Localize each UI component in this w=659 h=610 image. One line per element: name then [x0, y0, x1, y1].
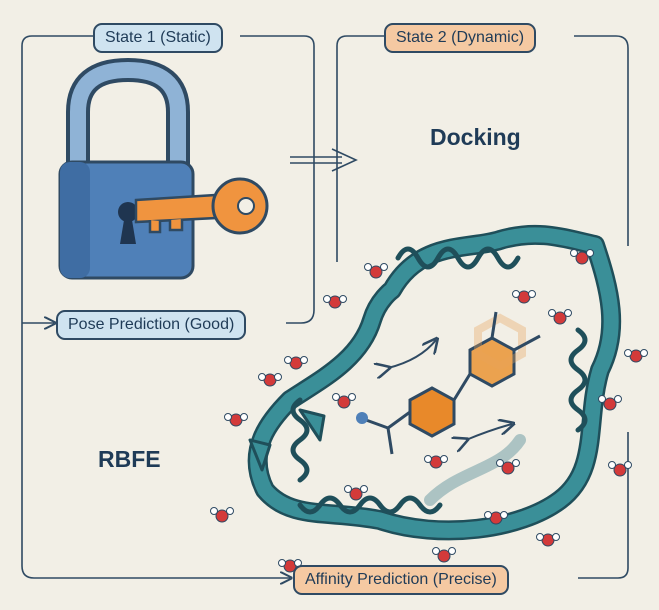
water-molecule-icon	[258, 373, 282, 387]
water-molecule-icon	[548, 309, 572, 325]
protein-ribbon-icon	[247, 224, 622, 541]
water-molecule-icon	[224, 413, 248, 427]
state2-label: State 2 (Dynamic)	[384, 23, 537, 53]
frame-lines	[21, 35, 629, 578]
transition-arrow	[290, 148, 358, 172]
water-molecule-icon	[570, 249, 594, 265]
water-molecule-icon	[323, 295, 347, 309]
ligand-molecule-icon	[356, 311, 541, 455]
water-molecule-icon	[210, 507, 234, 523]
lock-icon	[58, 57, 195, 280]
water-molecule-icon	[512, 290, 536, 304]
water-molecule-icon	[598, 395, 622, 411]
water-molecule-icon	[484, 511, 508, 525]
key-icon	[134, 177, 269, 235]
water-molecule-icon	[364, 263, 388, 279]
interaction-arrows	[388, 340, 512, 440]
water-molecule-icon	[608, 461, 632, 477]
water-molecule-icon	[496, 459, 520, 475]
docking-label: Docking	[430, 124, 521, 150]
state1-label: State 1 (Static)	[93, 23, 223, 53]
water-molecule-icon	[432, 547, 456, 563]
water-molecule-icon	[284, 356, 308, 370]
water-molecule-icon	[332, 393, 356, 409]
water-molecule-icon	[536, 533, 560, 547]
water-molecule-icon	[344, 485, 368, 501]
affinity-prediction-label: Affinity Prediction (Precise)	[293, 565, 509, 595]
water-molecule-icon	[424, 455, 448, 469]
pose-prediction-label: Pose Prediction (Good)	[56, 310, 247, 340]
water-molecule-icon	[624, 349, 648, 363]
rbfe-label: RBFE	[98, 446, 161, 472]
